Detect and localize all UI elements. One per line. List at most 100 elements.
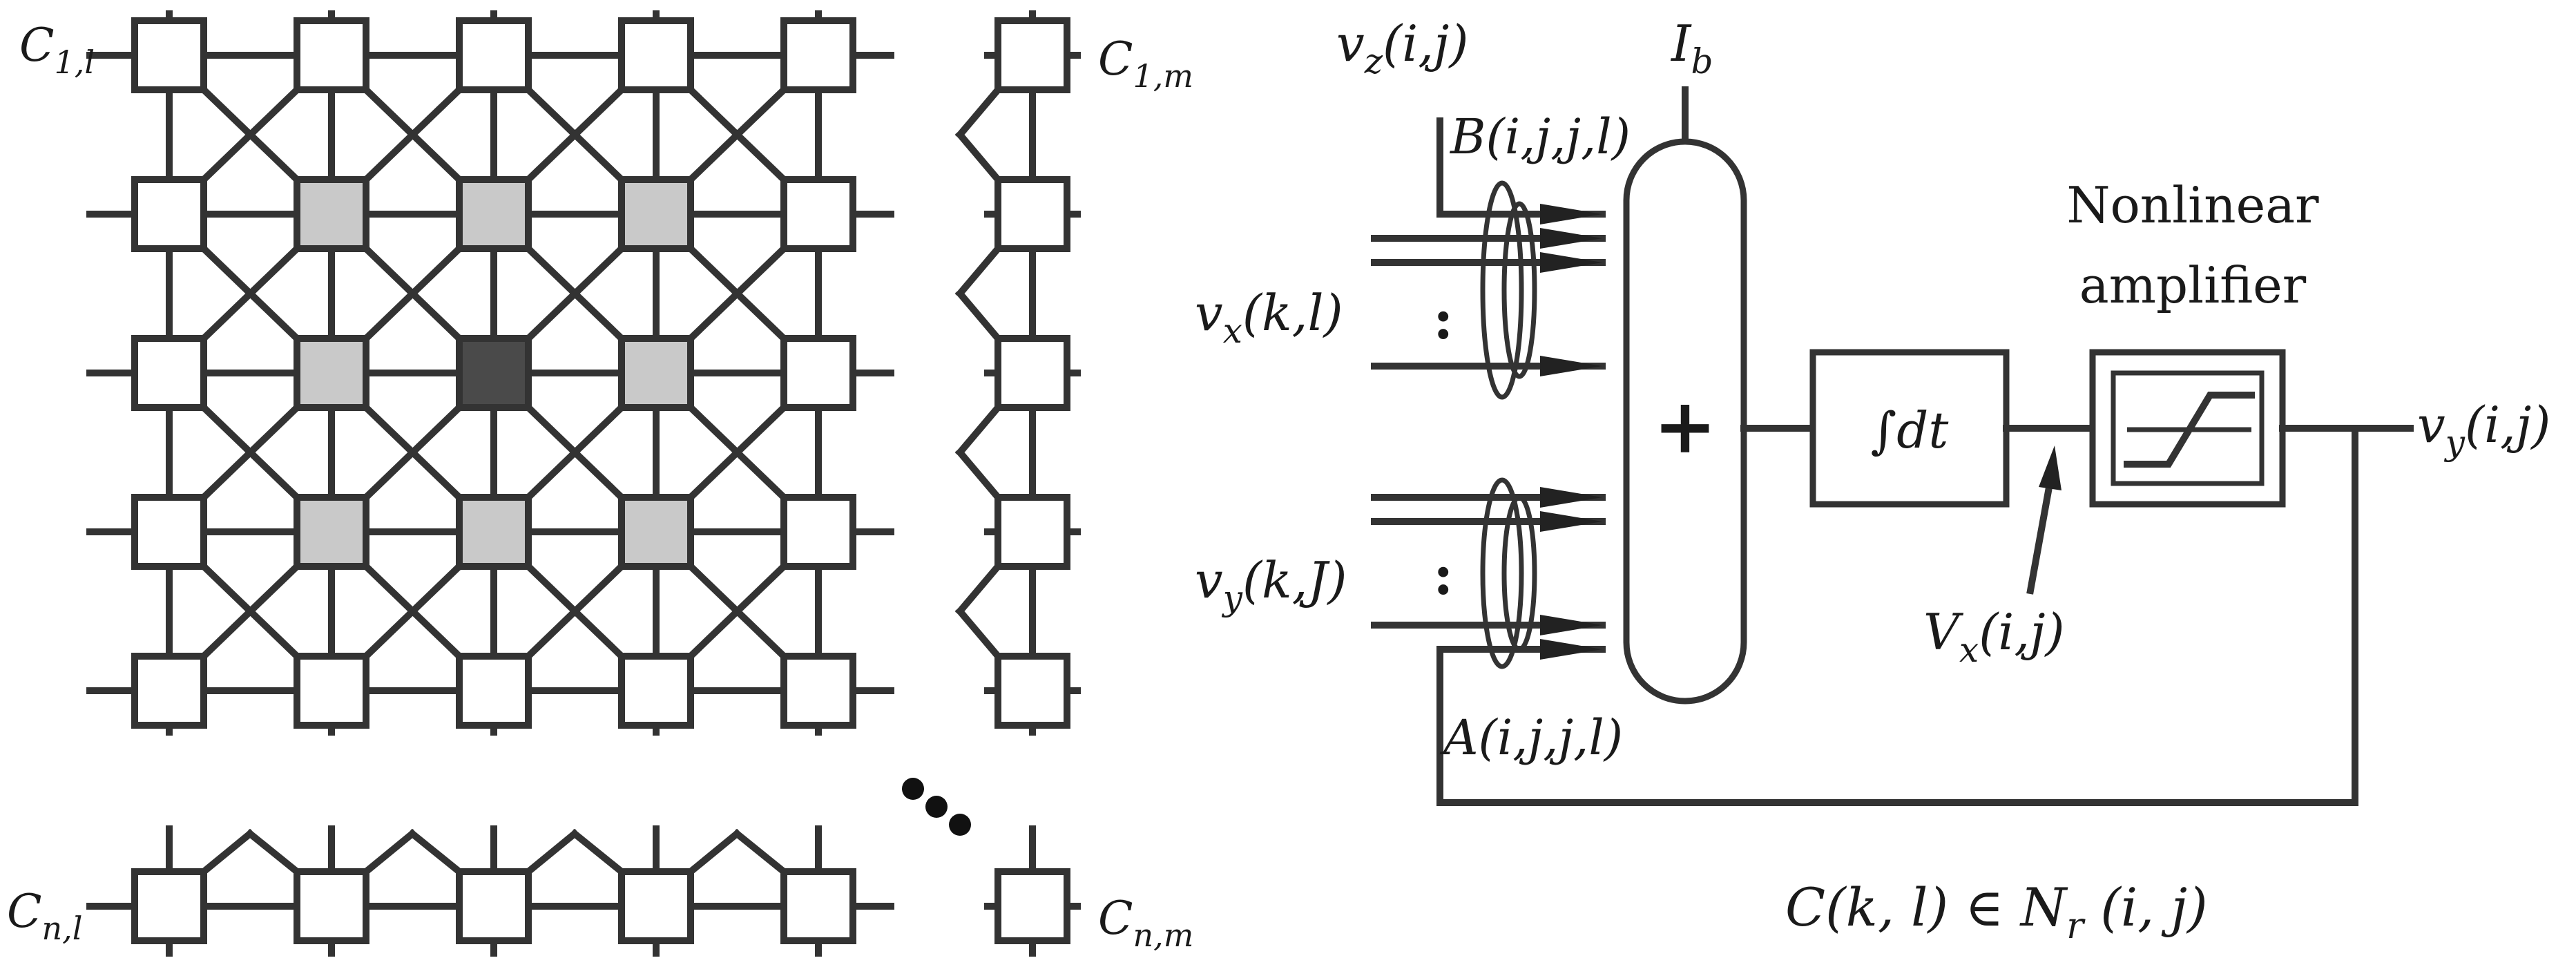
label-c-1-m: C1,m (1098, 32, 1193, 95)
grid-ellipsis-dots (902, 778, 971, 836)
grid-cell-3-3 (618, 494, 694, 570)
grid-cell-right-2 (994, 335, 1070, 411)
grid-diag-b-3-1 (361, 561, 465, 662)
grid-zig-up-2 (523, 828, 580, 877)
grid-diag-b-2-0 (198, 402, 302, 503)
grid-cell-bottom-2 (456, 868, 532, 944)
arrow-a3 (1540, 615, 1602, 635)
grid-diag-b-2-2 (523, 402, 627, 503)
grid-diag-b-2-3 (685, 402, 789, 503)
arrow-b0 (1540, 204, 1602, 224)
label-a: A(i,j,j,l) (1439, 709, 1623, 766)
grid-cell-3-2 (456, 494, 532, 570)
grid-rzig-a-0 (954, 84, 1003, 140)
grid-cell-bottom-3 (618, 868, 694, 944)
grid-diag-b-3-3 (685, 561, 789, 662)
grid-zig-down-2 (569, 828, 627, 877)
grid-cell-right-4 (994, 653, 1070, 729)
arrow-b3 (1540, 356, 1602, 376)
label-vy-in: vy(k,J) (1195, 551, 1347, 618)
grid-cell-2-0 (131, 335, 207, 411)
grid-diag-b-3-0 (198, 561, 302, 662)
grid-zig-up-0 (198, 828, 256, 877)
grid-cell-bottom-0 (131, 868, 207, 944)
grid-cell-bottom-1 (294, 868, 369, 944)
feedback-loop-wire (1436, 425, 2358, 806)
cell-grid (86, 10, 1081, 957)
label-amp-line2: amplifier (2079, 256, 2307, 314)
grid-diag-b-1-3 (685, 243, 789, 344)
grid-zig-up-3 (685, 828, 742, 877)
bundle-ellipse-a-inner (1501, 495, 1537, 652)
grid-cell-0-2 (456, 17, 532, 93)
grid-diag-b-0-0 (198, 84, 302, 185)
grid-diag-b-0-1 (361, 84, 465, 185)
grid-cell-bottom-right (994, 868, 1070, 944)
arrow-a2 (1540, 511, 1602, 532)
grid-diag-b-0-2 (523, 84, 627, 185)
grid-diag-b-3-2 (523, 561, 627, 662)
grid-rzig-b-0 (954, 129, 1003, 185)
grid-rzig-a-2 (954, 402, 1003, 458)
grid-cell-1-1 (294, 176, 369, 252)
cell-block-diagram: : : + ∫dt vz(i,j (1195, 15, 2550, 947)
label-vz: vz(i,j) (1336, 15, 1468, 82)
arrow-a1 (1540, 487, 1602, 508)
grid-cell-4-0 (131, 653, 207, 729)
ellipsis-bottom: : (1433, 542, 1454, 607)
label-c-n-m: Cn,m (1098, 892, 1193, 954)
grid-cell-4-3 (618, 653, 694, 729)
grid-diag-b-1-1 (361, 243, 465, 344)
label-vx-in: vx(k,l) (1195, 284, 1343, 351)
grid-cell-0-3 (618, 17, 694, 93)
grid-cell-0-4 (780, 17, 856, 93)
label-c-n-l: Cn,l (7, 885, 82, 947)
grid-zig-down-3 (731, 828, 789, 877)
grid-cell-bottom-4 (780, 868, 856, 944)
grid-cell-2-4 (780, 335, 856, 411)
grid-zig-up-1 (361, 828, 418, 877)
grid-cell-4-4 (780, 653, 856, 729)
grid-cell-3-1 (294, 494, 369, 570)
ellipsis-top: : (1433, 287, 1454, 352)
label-b: B(i,j,j,l) (1449, 108, 1631, 165)
label-state: Vx(i,j) (1923, 603, 2065, 670)
grid-cell-1-3 (618, 176, 694, 252)
grid-zig-down-1 (407, 828, 465, 877)
grid-cell-0-1 (294, 17, 369, 93)
grid-cell-4-2 (456, 653, 532, 729)
grid-cell-0-0 (131, 17, 207, 93)
grid-cell-3-0 (131, 494, 207, 570)
state-arrow-shaft (2026, 479, 2054, 595)
grid-rzig-b-3 (954, 606, 1003, 662)
grid-rzig-a-1 (954, 243, 1003, 299)
grid-cell-1-4 (780, 176, 856, 252)
grid-cell-4-1 (294, 653, 369, 729)
grid-diag-b-1-2 (523, 243, 627, 344)
state-arrow-head (2039, 446, 2061, 490)
grid-cell-3-4 (780, 494, 856, 570)
grid-zig-down-0 (244, 828, 302, 877)
grid-cell-2-1 (294, 335, 369, 411)
integrator-label: ∫dt (1871, 401, 1950, 459)
grid-cell-right-1 (994, 176, 1070, 252)
grid-cell-right-3 (994, 494, 1070, 570)
bundle-ellipse-a-outer (1480, 477, 1524, 669)
arrow-b2 (1540, 252, 1602, 273)
summer-plus: + (1653, 381, 1717, 470)
grid-cell-1-0 (131, 176, 207, 252)
grid-rzig-b-2 (954, 447, 1003, 503)
label-amp-line1: Nonlinear (2066, 176, 2319, 234)
grid-diag-b-2-1 (361, 402, 465, 503)
grid-diag-b-0-3 (685, 84, 789, 185)
arrow-b1 (1540, 228, 1602, 249)
summer-node (1623, 138, 1747, 705)
grid-cell-right-0 (994, 17, 1070, 93)
grid-diag-b-1-0 (198, 243, 302, 344)
grid-rzig-a-3 (954, 561, 1003, 617)
grid-cell-2-3 (618, 335, 694, 411)
arrow-a4 (1540, 639, 1602, 660)
amplifier-inner-frame (2111, 370, 2265, 486)
